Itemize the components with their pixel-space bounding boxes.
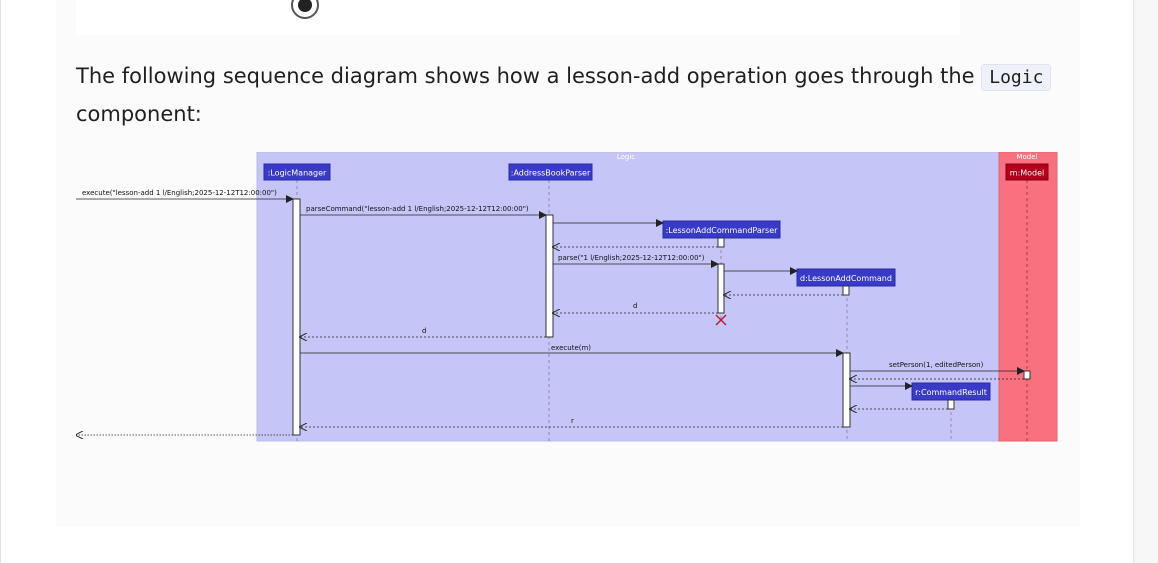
participant-command-result-label: r:CommandResult: [915, 388, 987, 397]
msg-parse-label: parse("1 l/English;2025-12-12T12:00:00"): [558, 254, 705, 262]
msg-execute-label: execute("lesson-add 1 l/English;2025-12-…: [82, 189, 277, 197]
participant-lesson-add-command-parser-label: :LessonAddCommandParser: [666, 226, 779, 235]
destroy-marker-icon: [715, 314, 727, 326]
radio-button[interactable]: [291, 0, 319, 19]
activation-lesson-command-constructor: [842, 285, 850, 296]
radio-selected-dot: [298, 0, 312, 12]
msg-set-person-label: setPerson(1, editedPerson): [889, 361, 984, 369]
activation-model: [1023, 370, 1031, 380]
msg-return-d-inner-label: d: [633, 302, 637, 310]
participant-lesson-add-command-label: d:LessonAddCommand: [800, 274, 892, 283]
description-text-start: The following sequence diagram shows how…: [76, 64, 982, 88]
activation-lesson-parser-constructor: [717, 237, 725, 248]
msg-return-d-outer-label: d: [422, 327, 426, 335]
participant-logic-manager: [263, 163, 331, 181]
msg-parse-command-label: parseCommand("lesson-add 1 l/English;202…: [306, 205, 529, 213]
page-left-border: [0, 0, 1, 563]
participant-logic-manager-label: :LogicManager: [268, 169, 327, 178]
activation-lesson-parser: [717, 263, 725, 314]
participant-model: [1005, 163, 1049, 181]
logic-code-tag: Logic: [981, 64, 1052, 91]
activation-address-book-parser: [545, 214, 554, 338]
description-paragraph: The following sequence diagram shows how…: [76, 58, 1066, 132]
participant-address-book-parser: [508, 163, 593, 181]
activation-logic-manager: [292, 198, 301, 436]
msg-return-r-label: r: [571, 417, 574, 425]
description-text-end: component:: [76, 102, 202, 126]
model-box: [998, 151, 1058, 442]
model-box-title: Model: [1016, 153, 1037, 161]
participant-model-label: m:Model: [1010, 169, 1045, 178]
msg-execute-m-label: execute(m): [551, 344, 591, 352]
participant-address-book-parser-label: :AddressBookParser: [511, 169, 591, 178]
sequence-diagram: Logic Model :LogicManager :AddressBookPa…: [76, 151, 1060, 448]
activation-lesson-command: [842, 352, 851, 428]
previous-card: [76, 0, 960, 35]
activation-command-result: [947, 399, 955, 410]
right-scrollbar[interactable]: [1133, 0, 1158, 563]
logic-box: [256, 151, 1000, 442]
logic-box-title: Logic: [617, 153, 635, 161]
